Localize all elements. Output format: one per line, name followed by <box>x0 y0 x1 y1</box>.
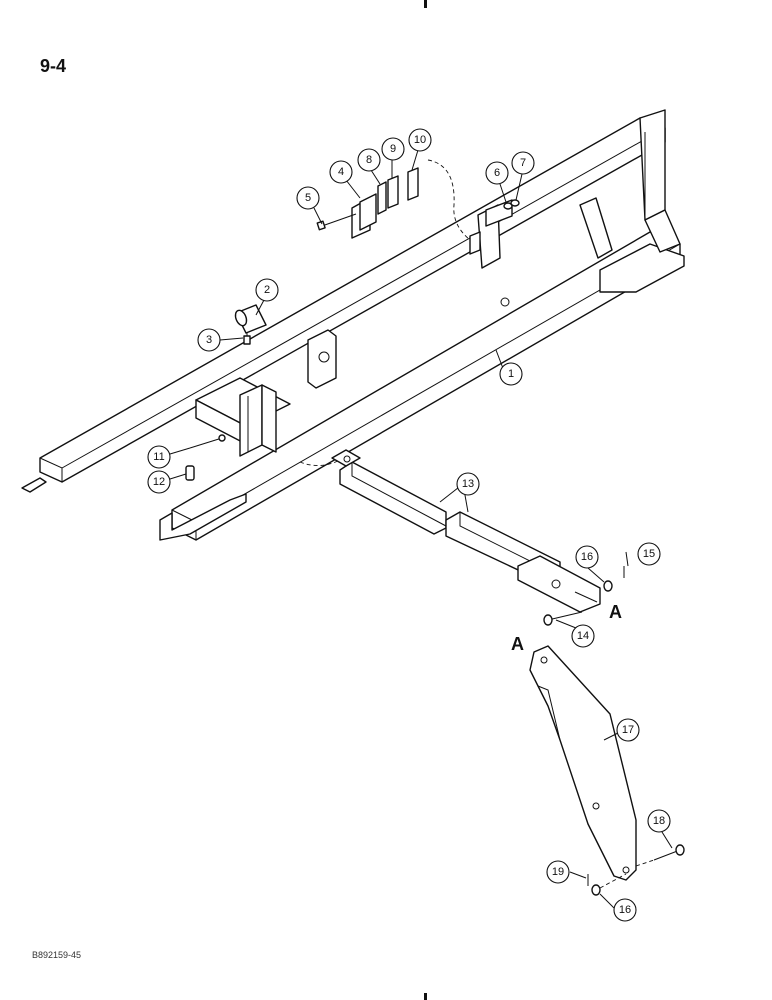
callout-1: 1 <box>499 362 523 386</box>
callout-8: 8 <box>357 148 381 172</box>
callout-15: 15 <box>637 542 661 566</box>
view-marker-a: A <box>609 602 622 622</box>
callout-19: 19 <box>546 860 570 884</box>
callout-label: 14 <box>577 630 589 642</box>
grease-fitting <box>243 332 251 345</box>
callout-label: 6 <box>494 167 500 179</box>
callout-4: 4 <box>329 160 353 184</box>
callout-5: 5 <box>296 186 320 210</box>
callout-3: 3 <box>197 328 221 352</box>
callout-13: 13 <box>456 472 480 496</box>
callout-9: 9 <box>381 137 405 161</box>
callout-label: 13 <box>462 478 474 490</box>
callout-label: 16 <box>619 904 631 916</box>
callout-2: 2 <box>255 278 279 302</box>
callout-label: 7 <box>520 157 526 169</box>
callout-label: 1 <box>508 368 514 380</box>
callout-label: 17 <box>622 724 634 736</box>
register-mark <box>424 0 427 8</box>
callout-label: 8 <box>366 154 372 166</box>
callout-label: 18 <box>653 815 665 827</box>
callout-18: 18 <box>647 809 671 833</box>
callout-label: 19 <box>552 866 564 878</box>
callout-label: 4 <box>338 166 344 178</box>
telescoping-arm <box>331 449 601 613</box>
bolt-part <box>316 213 357 231</box>
callout-label: 5 <box>305 192 311 204</box>
callout-label: 11 <box>153 451 164 463</box>
callout-12: 12 <box>147 470 171 494</box>
callout-10: 10 <box>408 128 432 152</box>
callout-label: 12 <box>153 476 165 488</box>
callout-16-upper: 16 <box>575 545 599 569</box>
callout-17: 17 <box>616 718 640 742</box>
leader-lines <box>169 149 673 909</box>
view-marker-a: A <box>511 634 524 654</box>
callout-label: 3 <box>206 334 212 346</box>
callout-7: 7 <box>511 151 535 175</box>
bracket-plate <box>351 193 377 239</box>
callout-6: 6 <box>485 161 509 185</box>
link-plate <box>529 645 637 881</box>
sleeve-part <box>234 304 267 334</box>
callout-label: 9 <box>390 143 396 155</box>
drawing-code: B892159-45 <box>32 950 82 960</box>
callout-label: 15 <box>643 548 655 560</box>
pin-part <box>189 434 226 449</box>
callout-label: 2 <box>264 284 270 296</box>
clip-part <box>185 465 195 481</box>
register-mark <box>424 993 427 1000</box>
callout-16-lower: 16 <box>613 898 637 922</box>
shim-plates <box>377 167 419 215</box>
page-number: 9-4 <box>40 56 67 76</box>
washer-upper <box>603 580 613 592</box>
callout-label: 16 <box>581 551 593 563</box>
nut-washer <box>503 199 520 210</box>
callout-14: 14 <box>571 624 595 648</box>
callout-11: 11 <box>147 445 171 469</box>
link-bolt <box>653 844 685 861</box>
callout-label: 10 <box>414 134 426 146</box>
clevis-bolt <box>543 611 583 626</box>
washer-lower <box>591 884 601 896</box>
